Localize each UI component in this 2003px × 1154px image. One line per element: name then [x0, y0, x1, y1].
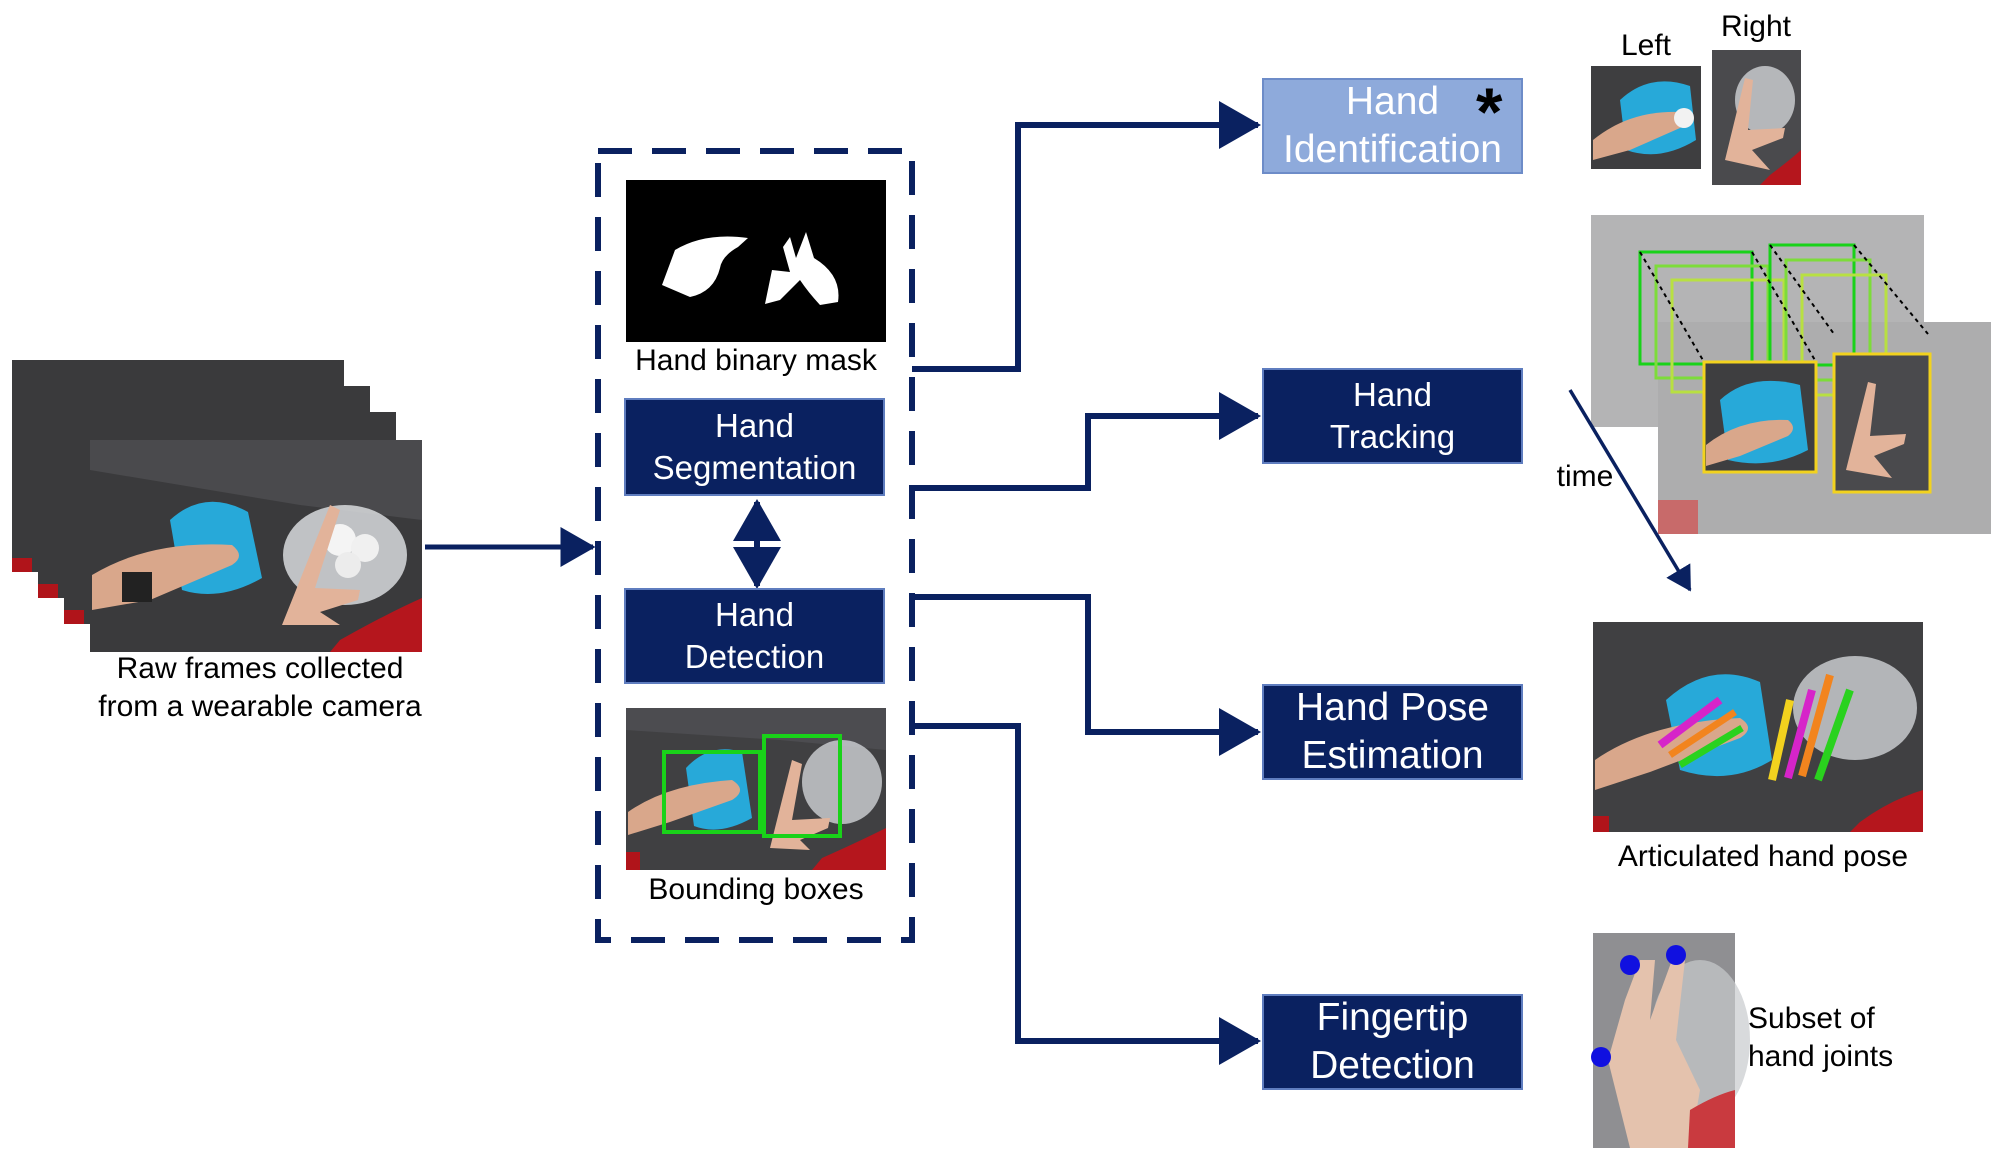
- left-hand-label: Left: [1620, 29, 1672, 62]
- tracking-visualization: [1591, 215, 1991, 534]
- hand-pose-estimation-box[interactable]: Hand Pose Estimation: [1262, 684, 1523, 780]
- right-hand-label: Right: [1720, 10, 1792, 43]
- hand-detection-box[interactable]: Hand Detection: [624, 588, 885, 684]
- bbox-left-hand: [662, 750, 762, 834]
- hand-module-border: [595, 148, 915, 943]
- hand-tracking-label: Hand Tracking: [1329, 376, 1456, 455]
- arrow-to-tracking: [912, 392, 1261, 491]
- identification-asterisk: *: [1476, 74, 1503, 150]
- raw-frames-caption: Raw frames collected from a wearable cam…: [98, 652, 422, 723]
- pose-image: [1593, 622, 1923, 832]
- fingertip-detection-box[interactable]: Fingertip Detection: [1262, 994, 1523, 1090]
- fingertip-joint-3: [1591, 1047, 1611, 1067]
- binary-mask-caption: Hand binary mask: [635, 344, 877, 377]
- left-hand-crop: [1591, 66, 1701, 169]
- fingertip-detection-label: Fingertip Detection: [1310, 996, 1475, 1087]
- arrow-to-fingertip: [912, 723, 1261, 1065]
- time-arrow: [1568, 389, 1692, 592]
- arrow-to-pose: [912, 594, 1261, 756]
- joints-caption: Subset of hand joints: [1748, 1002, 1894, 1073]
- time-label: time: [1556, 460, 1614, 493]
- fingertip-image: [1591, 933, 1750, 1148]
- hand-pose-estimation-label: Hand Pose Estimation: [1296, 686, 1489, 777]
- fingertip-joint-1: [1620, 955, 1640, 975]
- raw-frames-stack: [12, 360, 422, 652]
- bounding-boxes-caption: Bounding boxes: [648, 873, 864, 906]
- hand-segmentation-label: Hand Segmentation: [652, 407, 857, 486]
- hand-identification-box[interactable]: Hand Identification: [1262, 78, 1523, 174]
- right-hand-crop: [1712, 50, 1801, 185]
- hand-segmentation-box[interactable]: Hand Segmentation: [624, 398, 885, 496]
- bounding-boxes-image: [626, 708, 886, 870]
- hand-tracking-box[interactable]: Hand Tracking: [1262, 368, 1523, 464]
- pose-caption: Articulated hand pose: [1617, 840, 1909, 873]
- hand-identification-label: Hand Identification: [1283, 80, 1502, 171]
- fingertip-joint-2: [1666, 945, 1686, 965]
- arrow-to-identification: [912, 101, 1261, 372]
- bbox-right-hand: [762, 734, 842, 838]
- hand-detection-label: Hand Detection: [684, 596, 825, 675]
- binary-mask-image: [626, 180, 886, 342]
